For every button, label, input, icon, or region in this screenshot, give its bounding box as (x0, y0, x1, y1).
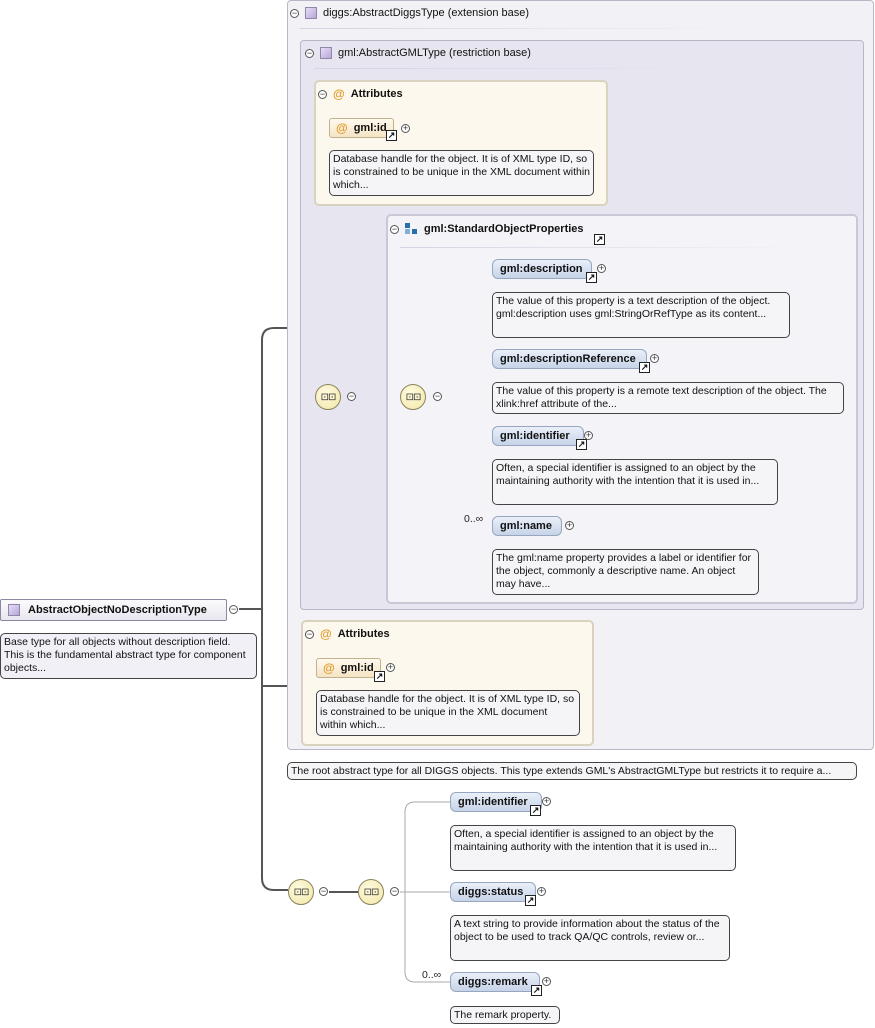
collapse-icon[interactable]: − (229, 604, 238, 614)
element-gml-identifier[interactable]: gml:identifier (492, 426, 584, 446)
element-name: gml:identifier (458, 796, 528, 808)
attribute-gml-id[interactable]: @ gml:id (316, 658, 381, 678)
restriction-base-header: − gml:AbstractGMLType (restriction base) (305, 47, 531, 59)
at-sign-icon: @ (320, 627, 332, 641)
element-gml-name[interactable]: gml:name (492, 516, 562, 536)
diggs-attributes-header: − @ Attributes (305, 627, 390, 641)
element-description: A text string to provide information abo… (450, 915, 730, 961)
extension-base-description: The root abstract type for all DIGGS obj… (287, 762, 857, 780)
restriction-base-title: gml:AbstractGMLType (restriction base) (338, 47, 531, 59)
element-name: diggs:remark (458, 976, 528, 988)
reference-arrow-icon[interactable]: ↗ (594, 234, 605, 245)
element-description: The value of this property is a text des… (492, 292, 790, 338)
cardinality: 0..∞ (464, 513, 484, 525)
reference-arrow-icon[interactable]: ↗ (525, 895, 536, 906)
element-description: The value of this property is a remote t… (492, 382, 844, 414)
restriction-attributes-header: − @ Attributes (318, 87, 403, 101)
reference-arrow-icon[interactable]: ↗ (576, 439, 587, 450)
element-name: gml:description (500, 263, 583, 275)
cardinality: 0..∞ (422, 969, 442, 981)
root-type-name: AbstractObjectNoDescriptionType (28, 604, 207, 616)
group-header: − gml:StandardObjectProperties (390, 223, 584, 235)
element-name: gml:descriptionReference (500, 353, 636, 365)
group-title: gml:StandardObjectProperties (424, 223, 584, 235)
element-gml-identifier[interactable]: gml:identifier (450, 792, 542, 812)
plus-circle-icon[interactable]: + (386, 662, 395, 672)
reference-arrow-icon[interactable]: ↗ (386, 130, 397, 141)
reference-arrow-icon[interactable]: ↗ (586, 272, 597, 283)
complex-type-icon (320, 47, 332, 59)
element-diggs-remark[interactable]: diggs:remark (450, 972, 540, 992)
group-icon (405, 223, 418, 235)
root-type-box[interactable]: AbstractObjectNoDescriptionType (0, 599, 227, 621)
at-sign-icon: @ (336, 121, 348, 135)
collapse-icon[interactable]: − (390, 223, 399, 234)
collapse-icon[interactable]: − (318, 88, 327, 99)
reference-arrow-icon[interactable]: ↗ (374, 671, 385, 682)
plus-circle-icon[interactable]: + (542, 796, 551, 806)
element-description: Often, a special identifier is assigned … (450, 825, 736, 871)
separator (400, 247, 800, 248)
element-name: diggs:status (458, 886, 524, 898)
complex-type-icon (8, 604, 20, 616)
complex-type-icon (305, 7, 317, 19)
reference-arrow-icon[interactable]: ↗ (530, 805, 541, 816)
separator (300, 28, 740, 29)
separator (314, 68, 734, 69)
attributes-title: Attributes (337, 628, 390, 640)
element-name: gml:identifier (500, 430, 570, 442)
plus-circle-icon[interactable]: + (542, 976, 551, 986)
element-gml-descriptionreference[interactable]: gml:descriptionReference (492, 349, 647, 369)
element-gml-description[interactable]: gml:description (492, 259, 592, 279)
collapse-icon[interactable]: − (433, 391, 442, 401)
sequence-compositor-icon[interactable]: ⊡⊡ (400, 384, 426, 410)
plus-circle-icon[interactable]: + (537, 886, 546, 896)
collapse-icon[interactable]: − (290, 7, 299, 18)
extension-base-title: diggs:AbstractDiggsType (extension base) (323, 7, 530, 19)
element-diggs-status[interactable]: diggs:status (450, 882, 536, 902)
element-description: Often, a special identifier is assigned … (492, 459, 778, 505)
attribute-description: Database handle for the object. It is of… (329, 150, 594, 196)
collapse-icon[interactable]: − (305, 628, 314, 639)
collapse-icon[interactable]: − (319, 886, 328, 896)
plus-circle-icon[interactable]: + (650, 353, 659, 363)
collapse-icon[interactable]: − (305, 47, 314, 58)
element-name: gml:name (500, 520, 552, 532)
extension-base-header: − diggs:AbstractDiggsType (extension bas… (290, 7, 529, 19)
plus-circle-icon[interactable]: + (584, 430, 593, 440)
reference-arrow-icon[interactable]: ↗ (639, 362, 650, 373)
attribute-description: Database handle for the object. It is of… (316, 690, 580, 736)
collapse-icon[interactable]: − (347, 391, 356, 401)
at-sign-icon: @ (323, 661, 335, 675)
reference-arrow-icon[interactable]: ↗ (531, 985, 542, 996)
element-description: The remark property. (450, 1006, 560, 1024)
element-description: The gml:name property provides a label o… (492, 549, 759, 595)
sequence-compositor-icon[interactable]: ⊡⊡ (315, 384, 341, 410)
plus-circle-icon[interactable]: + (597, 263, 606, 273)
plus-circle-icon[interactable]: + (401, 123, 410, 133)
sequence-compositor-icon[interactable]: ⊡⊡ (288, 879, 314, 905)
attributes-title: Attributes (350, 88, 403, 100)
attribute-name: gml:id (353, 122, 387, 134)
at-sign-icon: @ (333, 87, 345, 101)
sequence-compositor-icon[interactable]: ⊡⊡ (358, 879, 384, 905)
attribute-name: gml:id (340, 662, 374, 674)
plus-circle-icon[interactable]: + (565, 520, 574, 530)
root-type-description: Base type for all objects without descri… (0, 633, 257, 679)
collapse-icon[interactable]: − (390, 886, 399, 896)
attribute-gml-id[interactable]: @ gml:id (329, 118, 394, 138)
